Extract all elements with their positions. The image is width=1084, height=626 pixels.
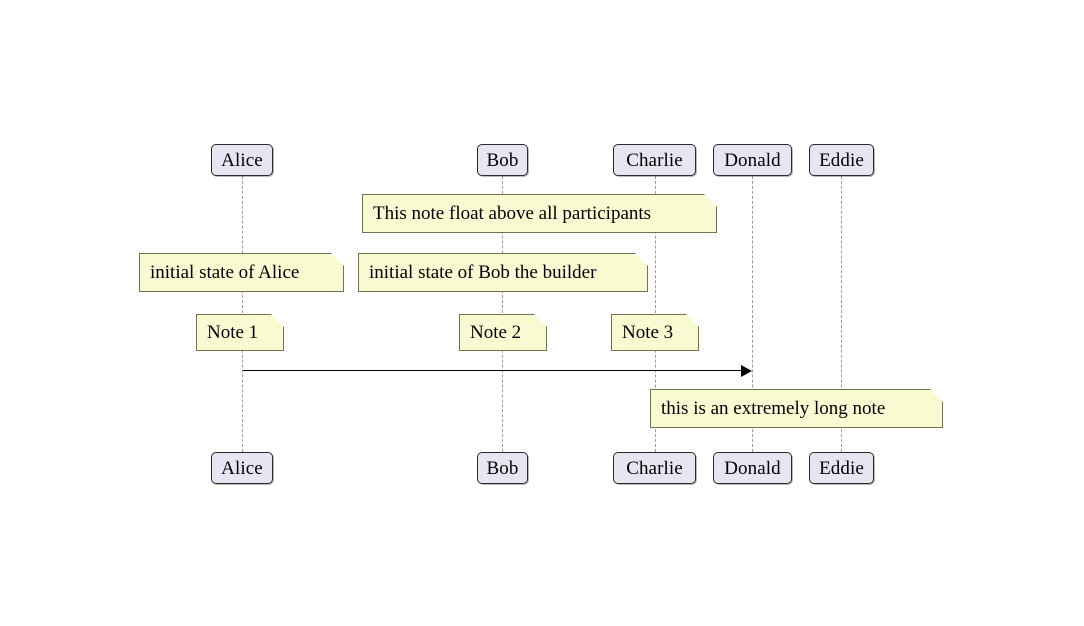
participant-header_row-eddie[interactable]: Eddie bbox=[809, 144, 874, 176]
lifeline-eddie bbox=[841, 176, 842, 452]
note-3: Note 3 bbox=[611, 314, 699, 351]
note-fold-corner-icon bbox=[703, 195, 716, 208]
participant-label-bob: Bob bbox=[486, 149, 519, 171]
note-initial-bob-text: initial state of Bob the builder bbox=[369, 262, 597, 283]
participant-header_row-bob[interactable]: Bob bbox=[477, 144, 528, 176]
participant-label-alice: Alice bbox=[221, 457, 263, 479]
note-initial-alice-text: initial state of Alice bbox=[150, 262, 300, 283]
note-fold-corner-icon bbox=[330, 254, 343, 267]
arrowhead-icon bbox=[741, 364, 752, 377]
participant-footer_row-donald[interactable]: Donald bbox=[713, 452, 792, 484]
note-3-text: Note 3 bbox=[622, 322, 674, 343]
note-1: Note 1 bbox=[196, 314, 284, 351]
participant-label-bob: Bob bbox=[486, 457, 519, 479]
note-over-all-text: This note float above all participants bbox=[373, 203, 652, 224]
participant-label-charlie: Charlie bbox=[626, 457, 683, 479]
participant-footer_row-eddie[interactable]: Eddie bbox=[809, 452, 874, 484]
note-initial-alice: initial state of Alice bbox=[139, 253, 344, 292]
participant-label-eddie: Eddie bbox=[819, 149, 864, 171]
participant-label-alice: Alice bbox=[221, 149, 263, 171]
note-initial-bob: initial state of Bob the builder bbox=[358, 253, 648, 292]
participant-header_row-charlie[interactable]: Charlie bbox=[613, 144, 696, 176]
participant-label-charlie: Charlie bbox=[626, 149, 683, 171]
note-2-text: Note 2 bbox=[470, 322, 522, 343]
note-fold-corner-icon bbox=[929, 390, 942, 403]
participant-header_row-alice[interactable]: Alice bbox=[211, 144, 273, 176]
note-long: this is an extremely long note bbox=[650, 389, 943, 428]
message-alice-to-donald bbox=[243, 370, 743, 371]
note-long-text: this is an extremely long note bbox=[661, 398, 886, 419]
participant-label-donald: Donald bbox=[724, 149, 781, 171]
participant-header_row-donald[interactable]: Donald bbox=[713, 144, 792, 176]
participant-label-donald: Donald bbox=[724, 457, 781, 479]
note-over-all: This note float above all participants bbox=[362, 194, 717, 233]
note-2: Note 2 bbox=[459, 314, 547, 351]
participant-footer_row-bob[interactable]: Bob bbox=[477, 452, 528, 484]
lifeline-donald bbox=[752, 176, 753, 452]
note-1-text: Note 1 bbox=[207, 322, 259, 343]
note-fold-corner-icon bbox=[634, 254, 647, 267]
participant-footer_row-alice[interactable]: Alice bbox=[211, 452, 273, 484]
participant-label-eddie: Eddie bbox=[819, 457, 864, 479]
participant-footer_row-charlie[interactable]: Charlie bbox=[613, 452, 696, 484]
